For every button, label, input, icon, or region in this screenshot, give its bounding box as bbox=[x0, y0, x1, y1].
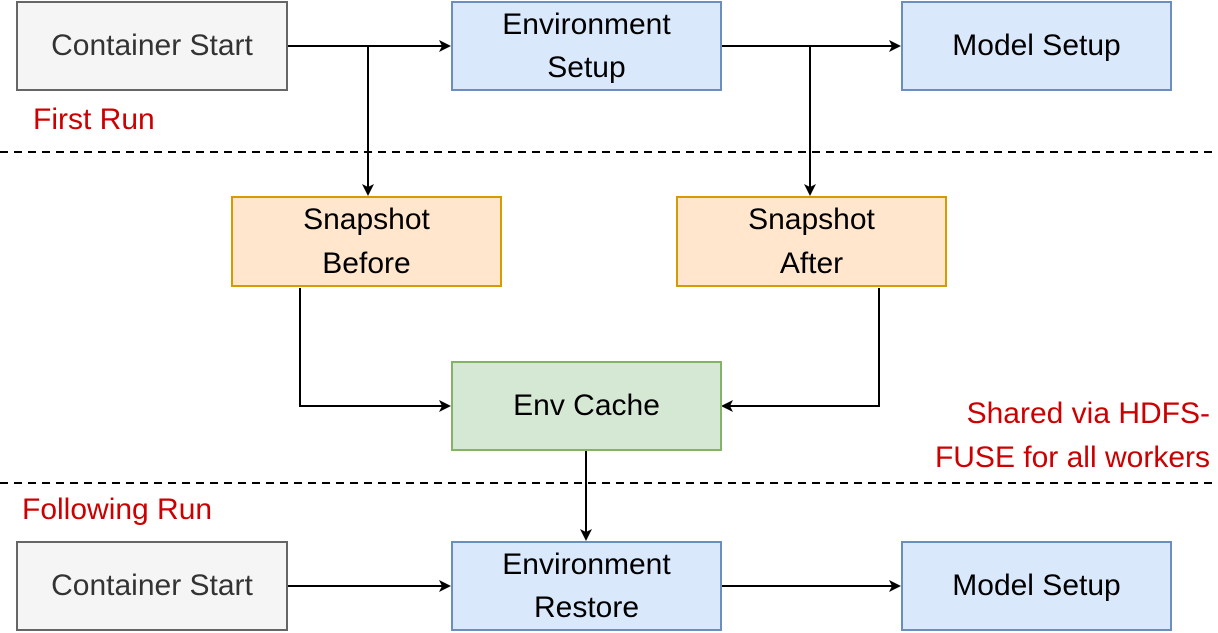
container-start-node: Container Start bbox=[16, 1, 288, 91]
shared-note-label: Shared via HDFS- FUSE for all workers bbox=[934, 397, 1210, 474]
model-setup-node-2: Model Setup bbox=[901, 541, 1172, 631]
snapshot-after-node: Snapshot After bbox=[676, 196, 947, 287]
edge-before-to-cache bbox=[299, 288, 451, 412]
following-run-label: Following Run bbox=[22, 493, 213, 526]
environment-restore-node: Environment Restore bbox=[451, 541, 722, 631]
environment-setup-node: Environment Setup bbox=[451, 1, 722, 91]
model-setup-node: Model Setup bbox=[901, 1, 1172, 91]
snapshot-before-node: Snapshot Before bbox=[231, 196, 502, 287]
first-run-label: First Run bbox=[33, 103, 155, 136]
edge-after-to-cache bbox=[721, 288, 880, 412]
container-start-node-2: Container Start bbox=[16, 541, 288, 631]
env-cache-node: Env Cache bbox=[451, 361, 722, 451]
